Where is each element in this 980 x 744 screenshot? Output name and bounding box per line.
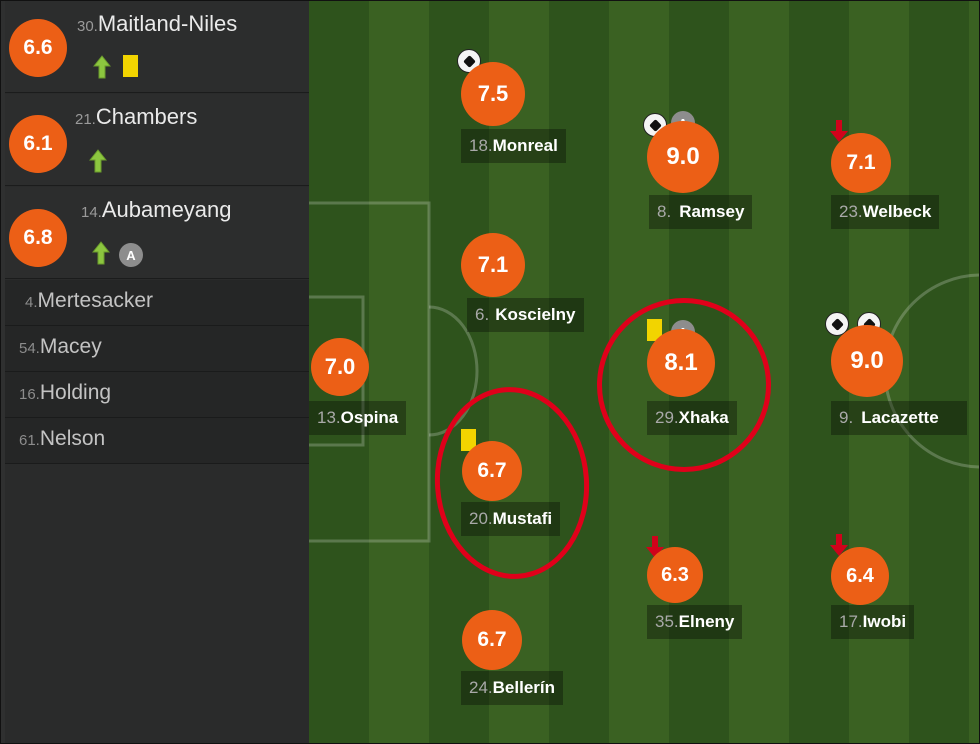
goal-ball-icon [825, 312, 849, 336]
player-name: Maitland-Niles [97, 11, 238, 36]
sub-on-arrow-icon [89, 149, 107, 173]
substitute-row-maitland-niles[interactable]: 6.6 30.Maitland-Niles [5, 1, 309, 93]
substitutes-panel: 6.6 30.Maitland-Niles 6.1 21.Chambers 6.… [5, 1, 309, 743]
player-rating[interactable]: 9.0 [647, 121, 719, 193]
player-rating: 6.8 [9, 209, 67, 267]
player-rating[interactable]: 6.3 [647, 547, 703, 603]
player-number: 4. [25, 294, 38, 311]
sub-on-arrow-icon [92, 241, 110, 265]
player-number: 17. [839, 612, 863, 631]
pitch: 7.0 13.Ospina 7.5 18.Monreal 7.1 6. Kosci… [309, 1, 979, 743]
player-name: Macey [39, 335, 102, 358]
player-label-ramsey[interactable]: 8. Ramsey [649, 195, 753, 229]
player-label-elneny[interactable]: 35.Elneny [647, 605, 743, 639]
player-name: Chambers [95, 104, 198, 129]
bench-row-mertesacker[interactable]: 4.Mertesacker [5, 280, 309, 326]
player-rating[interactable]: 7.1 [831, 133, 891, 193]
player-name: Ospina [340, 408, 399, 427]
player-number: 30. [77, 18, 98, 35]
player-label-mustafi[interactable]: 20.Mustafi [461, 502, 561, 536]
substitute-row-chambers[interactable]: 6.1 21.Chambers [5, 94, 309, 186]
player-name: Ramsey [679, 202, 745, 221]
yellow-card-icon [123, 55, 138, 77]
player-rating[interactable]: 6.7 [462, 610, 522, 670]
player-name: Mustafi [492, 509, 553, 528]
bench-row-nelson[interactable]: 61.Nelson [5, 418, 309, 464]
player-name: Elneny [678, 612, 735, 631]
assist-badge-icon: A [119, 243, 143, 267]
player-number: 21. [75, 111, 96, 128]
sub-off-arrow-icon [830, 120, 848, 142]
player-name: Nelson [39, 427, 106, 450]
player-number: 61. [19, 432, 40, 449]
player-number: 18. [469, 136, 493, 155]
player-label-bellerin[interactable]: 24.Bellerín [461, 671, 563, 705]
player-number: 8. [657, 202, 672, 221]
player-rating: 6.1 [9, 115, 67, 173]
player-rating[interactable]: 7.0 [311, 338, 369, 396]
player-number: 23. [839, 202, 863, 221]
player-label-monreal[interactable]: 18.Monreal [461, 129, 566, 163]
player-number: 6. [475, 305, 490, 324]
player-number: 13. [317, 408, 341, 427]
bench-row-macey[interactable]: 54.Macey [5, 326, 309, 372]
annotation-circle-xhaka [597, 298, 771, 472]
yellow-card-icon [461, 429, 476, 451]
sub-on-arrow-icon [93, 55, 111, 79]
player-rating[interactable]: 6.7 [462, 441, 522, 501]
player-name: Holding [39, 381, 112, 404]
player-name: Welbeck [862, 202, 932, 221]
player-rating: 6.6 [9, 19, 67, 77]
player-name: Mertesacker [37, 289, 154, 312]
player-label-koscielny[interactable]: 6. Koscielny [467, 298, 584, 332]
player-name: Monreal [492, 136, 558, 155]
player-name: Aubameyang [101, 197, 232, 222]
player-number: 20. [469, 509, 493, 528]
player-label-iwobi[interactable]: 17.Iwobi [831, 605, 915, 639]
player-label-welbeck[interactable]: 23.Welbeck [831, 195, 940, 229]
player-number: 35. [655, 612, 679, 631]
player-name: Bellerín [492, 678, 555, 697]
player-rating[interactable]: 9.0 [831, 325, 903, 397]
player-label-lacazette[interactable]: 9. Lacazette [831, 401, 967, 435]
player-number: 9. [839, 408, 854, 427]
bench-row-holding[interactable]: 16.Holding [5, 372, 309, 418]
substitute-row-aubameyang[interactable]: 6.8 14.Aubameyang A [5, 187, 309, 279]
player-number: 54. [19, 340, 40, 357]
player-name: Iwobi [862, 612, 907, 631]
player-name: Lacazette [861, 408, 939, 427]
player-name: Koscielny [495, 305, 576, 324]
player-rating[interactable]: 6.4 [831, 547, 889, 605]
player-label-ospina[interactable]: 13.Ospina [309, 401, 407, 435]
player-number: 16. [19, 386, 40, 403]
player-rating[interactable]: 7.5 [461, 62, 525, 126]
player-number: 24. [469, 678, 493, 697]
player-rating[interactable]: 7.1 [461, 233, 525, 297]
player-number: 14. [81, 204, 102, 221]
